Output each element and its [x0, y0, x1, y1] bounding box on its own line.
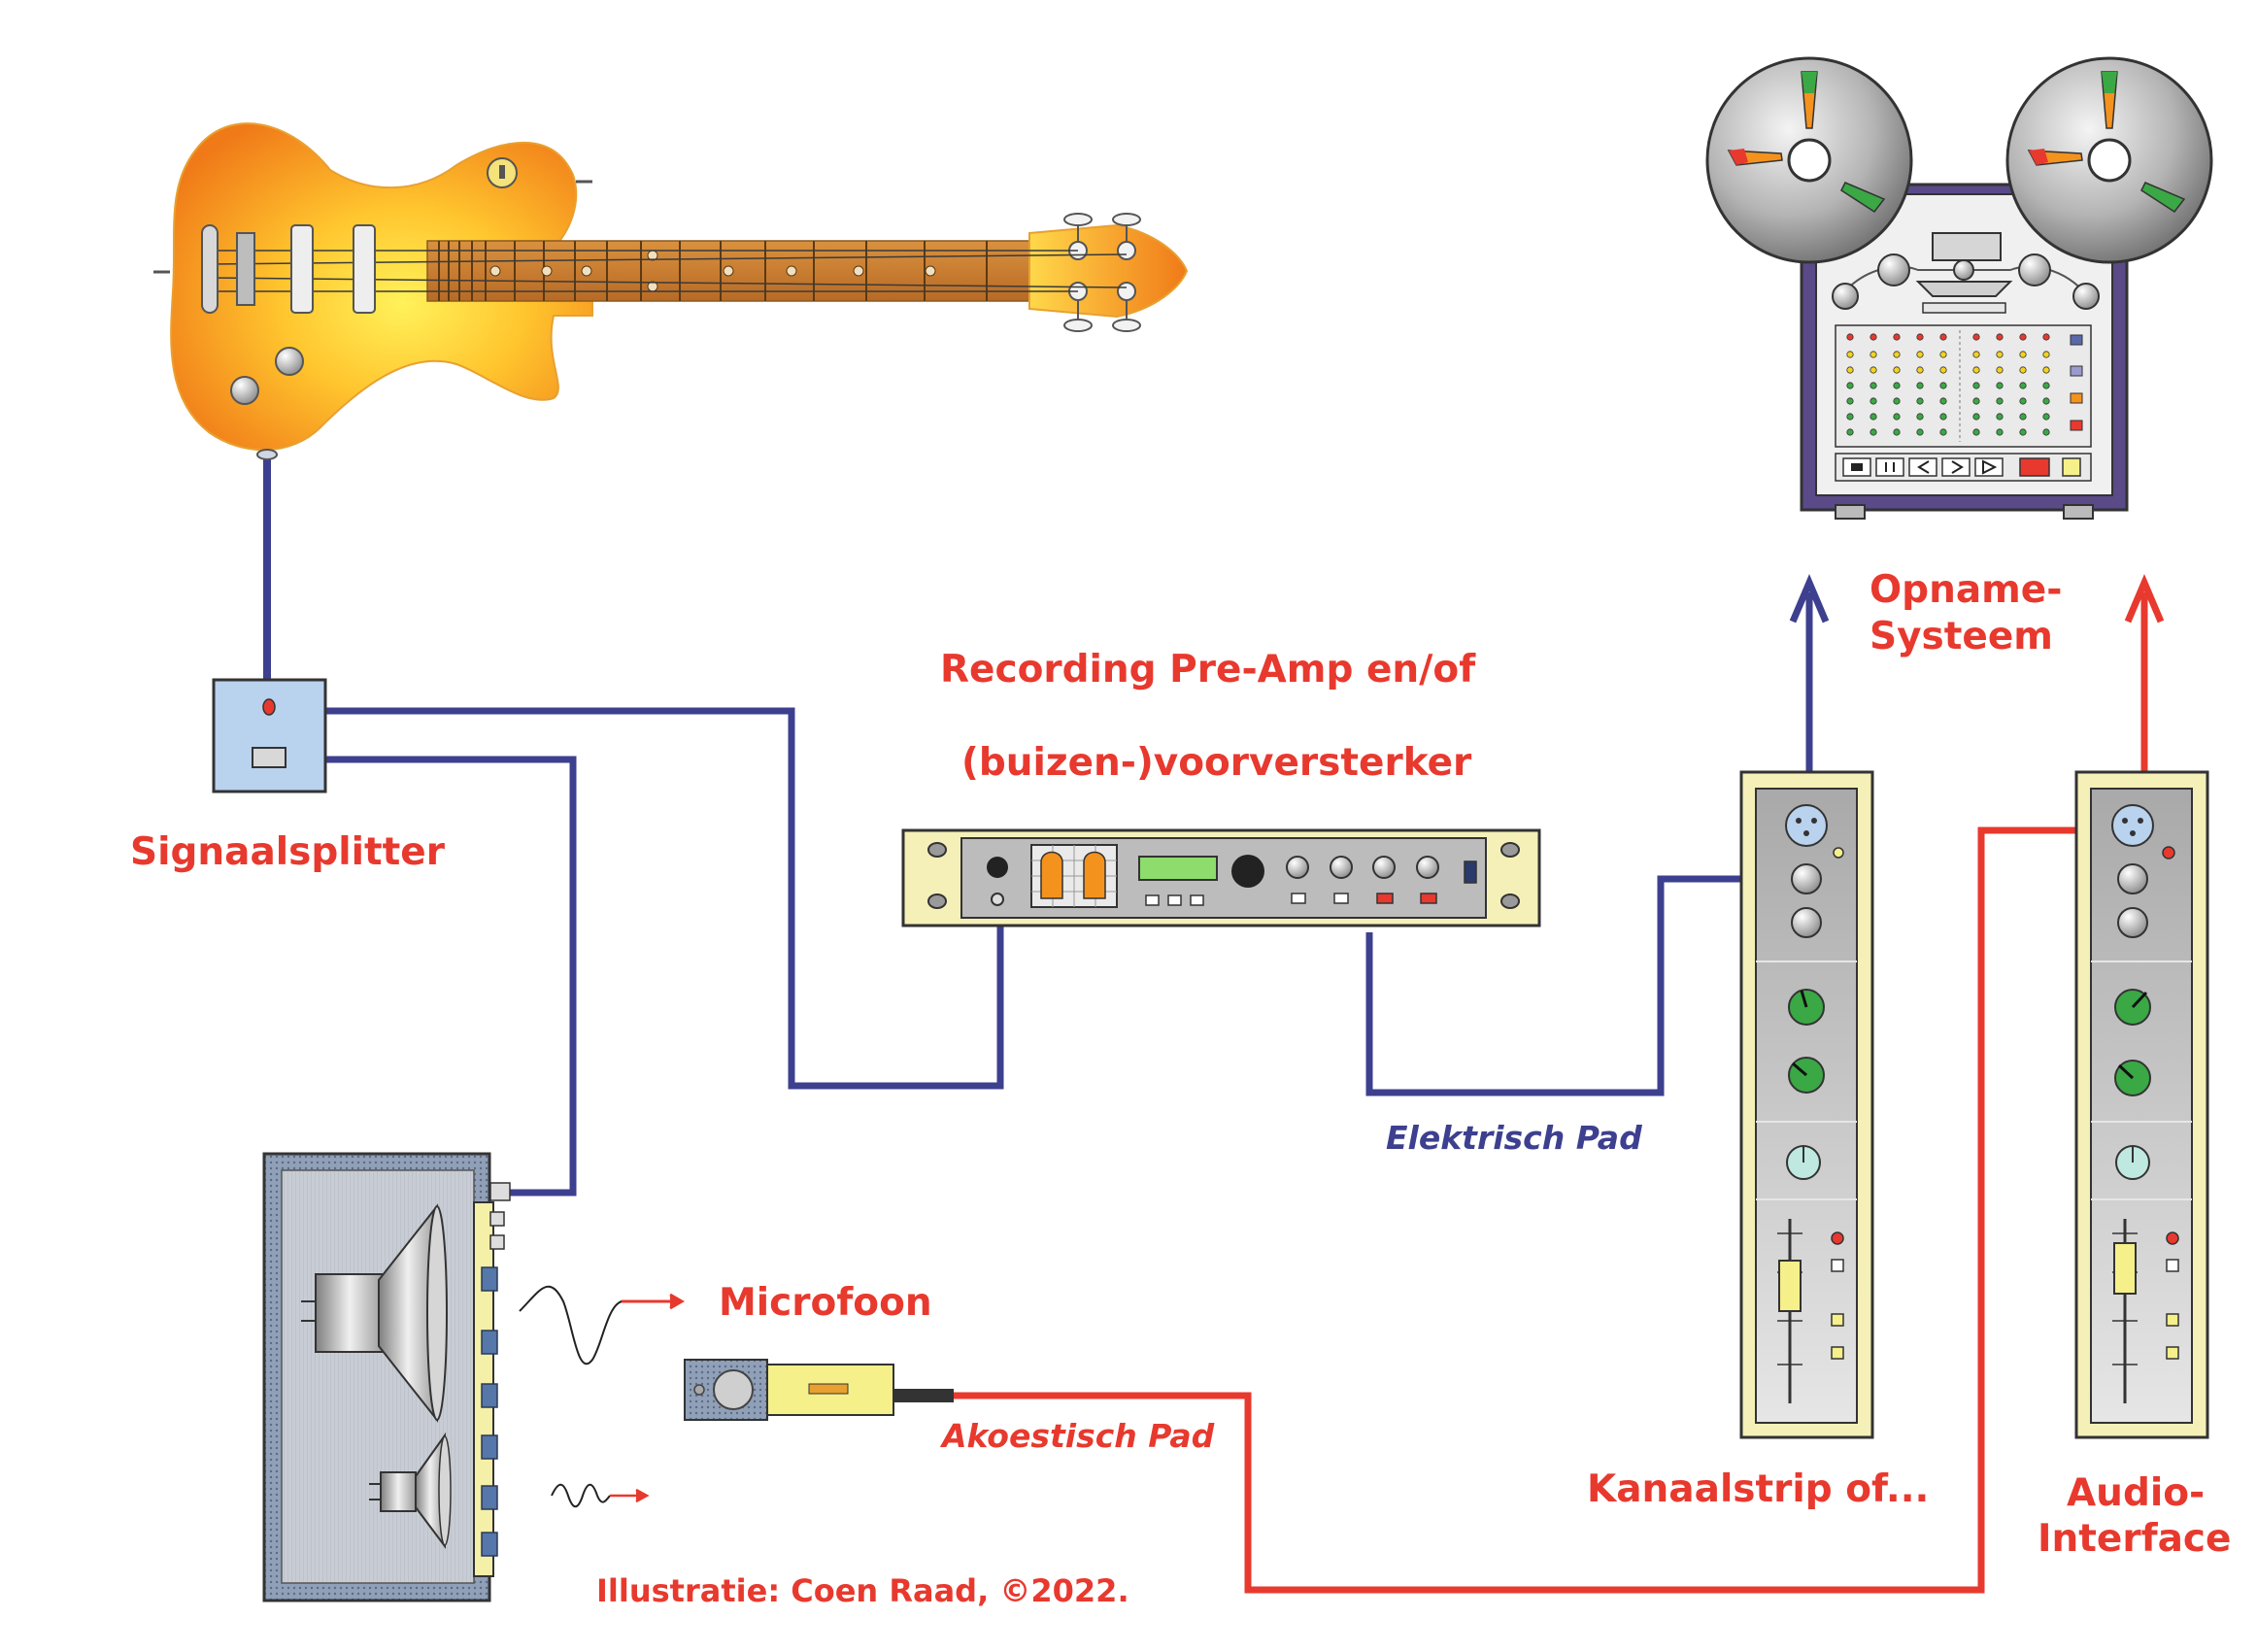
recorder-led: [1893, 428, 1901, 436]
recorder-led: [1972, 366, 1980, 374]
arrow-channel-strip-to-recorder: [1789, 574, 1830, 777]
recorder-led: [2042, 428, 2050, 436]
recorder-led: [1939, 413, 1947, 421]
recorder-led: [2042, 333, 2050, 341]
recorder-led: [2042, 366, 2050, 374]
recorder-led: [1996, 351, 2004, 358]
cable-preamp-to-channel-strip: [1365, 875, 1782, 1096]
sound-wave-high-icon: [551, 1483, 650, 1508]
recorder-led: [2042, 413, 2050, 421]
electric-path-label: Elektrisch Pad: [1386, 1119, 1642, 1157]
left-reel-icon: [1705, 56, 1913, 264]
recorder-led: [1972, 351, 1980, 358]
preamp-label-line1: Recording Pre-Amp en/of: [940, 648, 1476, 691]
signal-splitter-icon: [212, 678, 327, 793]
recording-system-label-line2: Systeem: [1870, 615, 2053, 658]
illustration-credit: Illustratie: Coen Raad, ©2022.: [596, 1572, 1129, 1609]
recorder-led: [1870, 397, 1877, 405]
recorder-led: [1846, 366, 1854, 374]
guitar-amp-cabinet-icon: [262, 1152, 511, 1602]
recorder-led: [1846, 351, 1854, 358]
recorder-led: [1893, 351, 1901, 358]
recorder-led: [1893, 397, 1901, 405]
recorder-led: [1893, 366, 1901, 374]
recorder-led: [2042, 351, 2050, 358]
bass-guitar-icon: [153, 122, 1189, 460]
recorder-led: [2042, 397, 2050, 405]
recorder-led: [1972, 397, 1980, 405]
cable-splitter-to-amp: [325, 756, 577, 1197]
recorder-led: [1996, 397, 2004, 405]
recorder-led: [1996, 333, 2004, 341]
recorder-led: [1916, 366, 1924, 374]
recorder-led: [1846, 333, 1854, 341]
cable-mic-to-audio-interface: [952, 826, 2127, 1594]
preamp-label-line2: (buizen-)voorversterker: [961, 741, 1472, 785]
recorder-led: [2019, 397, 2027, 405]
recorder-led: [1972, 333, 1980, 341]
sound-wave-low-icon: [519, 1285, 685, 1365]
recorder-led: [1870, 428, 1877, 436]
recorder-led: [1939, 351, 1947, 358]
recorder-led: [1893, 382, 1901, 389]
recorder-led: [1870, 351, 1877, 358]
recorder-led: [1870, 382, 1877, 389]
audio-interface-label-line2: Interface: [2038, 1517, 2232, 1561]
recording-system-label-line1: Opname-: [1870, 568, 2063, 612]
audio-interface-icon: [2074, 770, 2209, 1439]
recorder-led: [1846, 428, 1854, 436]
microphone-icon: [684, 1359, 954, 1421]
recorder-led: [1916, 351, 1924, 358]
recorder-led: [1996, 428, 2004, 436]
recorder-led: [1893, 413, 1901, 421]
recorder-led: [1893, 333, 1901, 341]
recorder-led: [1939, 382, 1947, 389]
arrow-audio-interface-to-recorder: [2124, 574, 2165, 777]
recorder-led: [1916, 333, 1924, 341]
acoustic-path-label: Akoestisch Pad: [942, 1417, 1215, 1455]
recorder-led: [1916, 428, 1924, 436]
signal-splitter-label: Signaalsplitter: [130, 830, 445, 874]
recorder-led: [2019, 428, 2027, 436]
recorder-led: [1939, 333, 1947, 341]
recorder-led: [1846, 397, 1854, 405]
recorder-led: [2019, 413, 2027, 421]
recorder-led: [1939, 428, 1947, 436]
recorder-led: [2019, 366, 2027, 374]
recorder-led: [2019, 351, 2027, 358]
audio-interface-label-line1: Audio-: [2067, 1471, 2206, 1515]
recorder-channel-leds: [1846, 330, 2050, 442]
recorder-led: [1916, 382, 1924, 389]
channel-strip-label: Kanaalstrip of...: [1587, 1467, 1930, 1511]
recorder-led: [1996, 382, 2004, 389]
recorder-led: [2042, 382, 2050, 389]
recorder-led: [1939, 366, 1947, 374]
recorder-led: [1972, 428, 1980, 436]
recorder-led: [1870, 413, 1877, 421]
recorder-led: [2019, 333, 2027, 341]
recorder-led: [1846, 382, 1854, 389]
right-reel-icon: [2005, 56, 2213, 264]
recorder-led: [1870, 333, 1877, 341]
preamp-rack-icon: [901, 828, 1541, 927]
recorder-led: [1972, 413, 1980, 421]
recorder-led: [1996, 366, 2004, 374]
cable-splitter-to-preamp: [325, 707, 1004, 1090]
channel-strip-icon: [1739, 770, 1874, 1439]
recorder-led: [1939, 397, 1947, 405]
cables: [263, 455, 2165, 1594]
reel-to-reel-recorder-icon: [1705, 56, 2213, 520]
recorder-led: [1996, 413, 2004, 421]
recorder-led: [2019, 382, 2027, 389]
recorder-led: [1972, 382, 1980, 389]
recorder-led: [1870, 366, 1877, 374]
recorder-led: [1916, 413, 1924, 421]
recorder-led: [1846, 413, 1854, 421]
recorder-led: [1916, 397, 1924, 405]
microphone-label: Microfoon: [719, 1281, 932, 1325]
